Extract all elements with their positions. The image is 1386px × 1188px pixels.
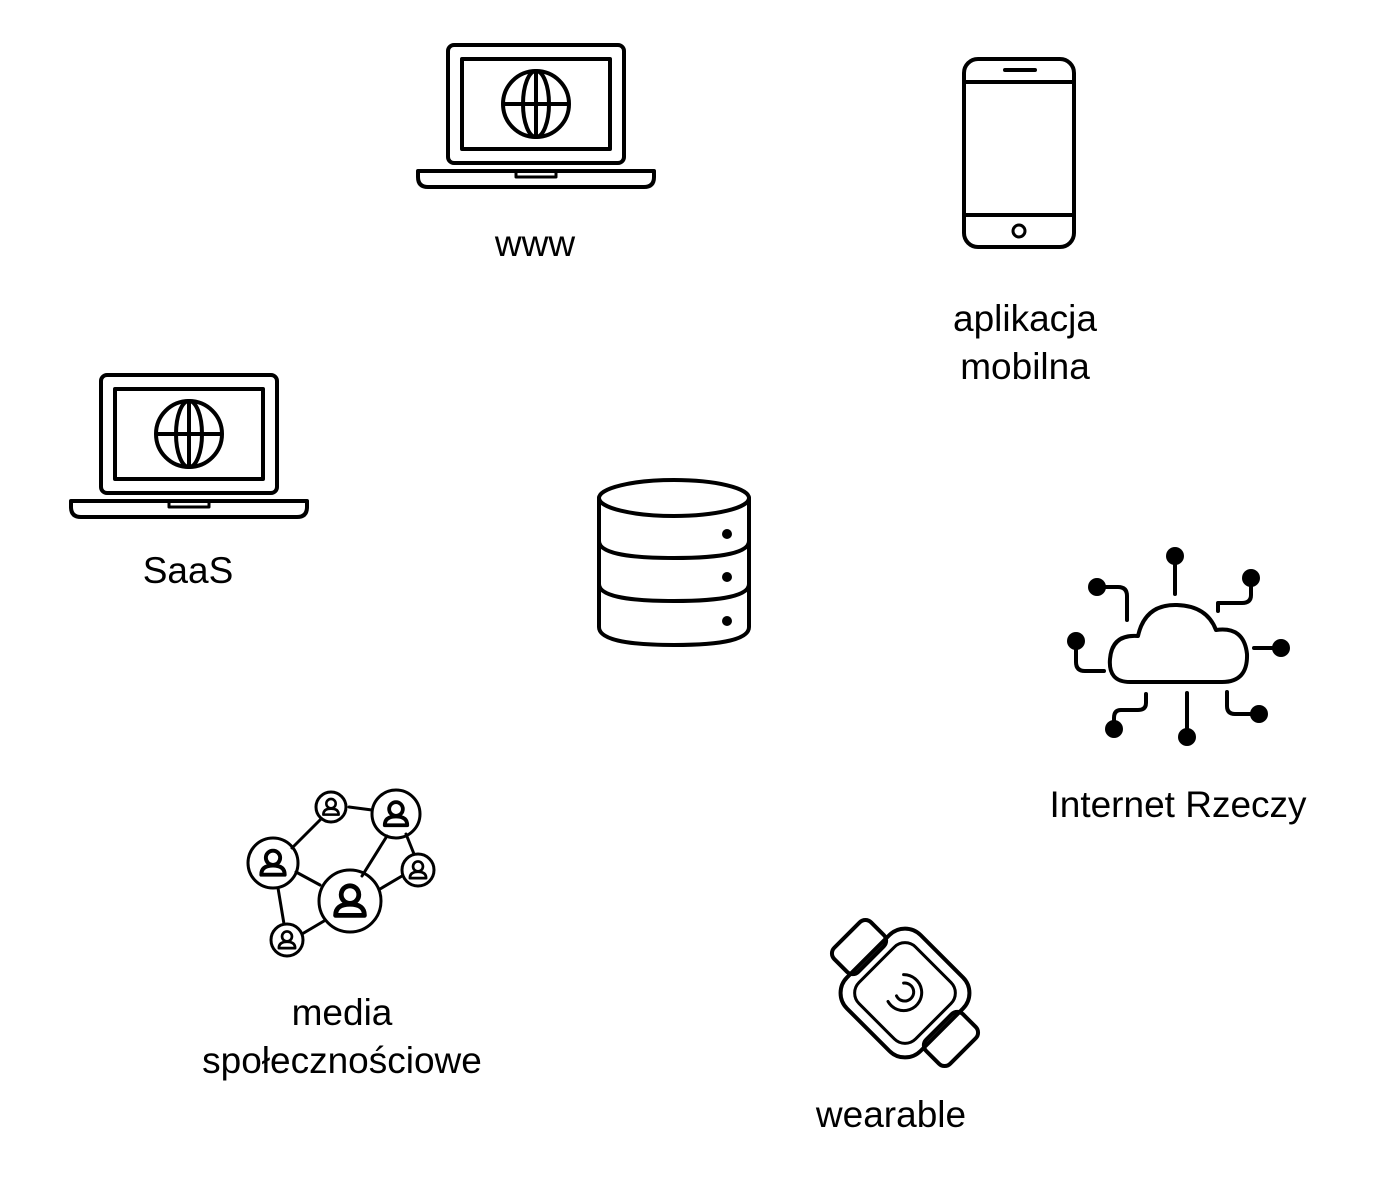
smartphone-icon: [962, 57, 1076, 249]
mobile-label-line2: mobilna: [960, 346, 1090, 387]
wearable-label: wearable: [815, 1094, 967, 1135]
social-label-line2: społecznościowe: [202, 1040, 482, 1081]
social-label: media społecznościowe: [202, 989, 482, 1085]
saas-laptop-icon: [69, 373, 309, 519]
smartwatch-icon: [829, 917, 981, 1069]
social-label-line1: media: [291, 992, 393, 1033]
iot-label: Internet Rzeczy: [1049, 784, 1307, 825]
social-network-icon: [246, 788, 436, 958]
saas-label: SaaS: [142, 550, 234, 591]
www-laptop-icon: [416, 43, 656, 189]
database-icon: [597, 478, 751, 647]
www-label: www: [494, 223, 576, 264]
cloud-network-icon: [1067, 547, 1290, 746]
mobile-label: aplikacja mobilna: [953, 295, 1097, 391]
mobile-label-line1: aplikacja: [953, 298, 1097, 339]
